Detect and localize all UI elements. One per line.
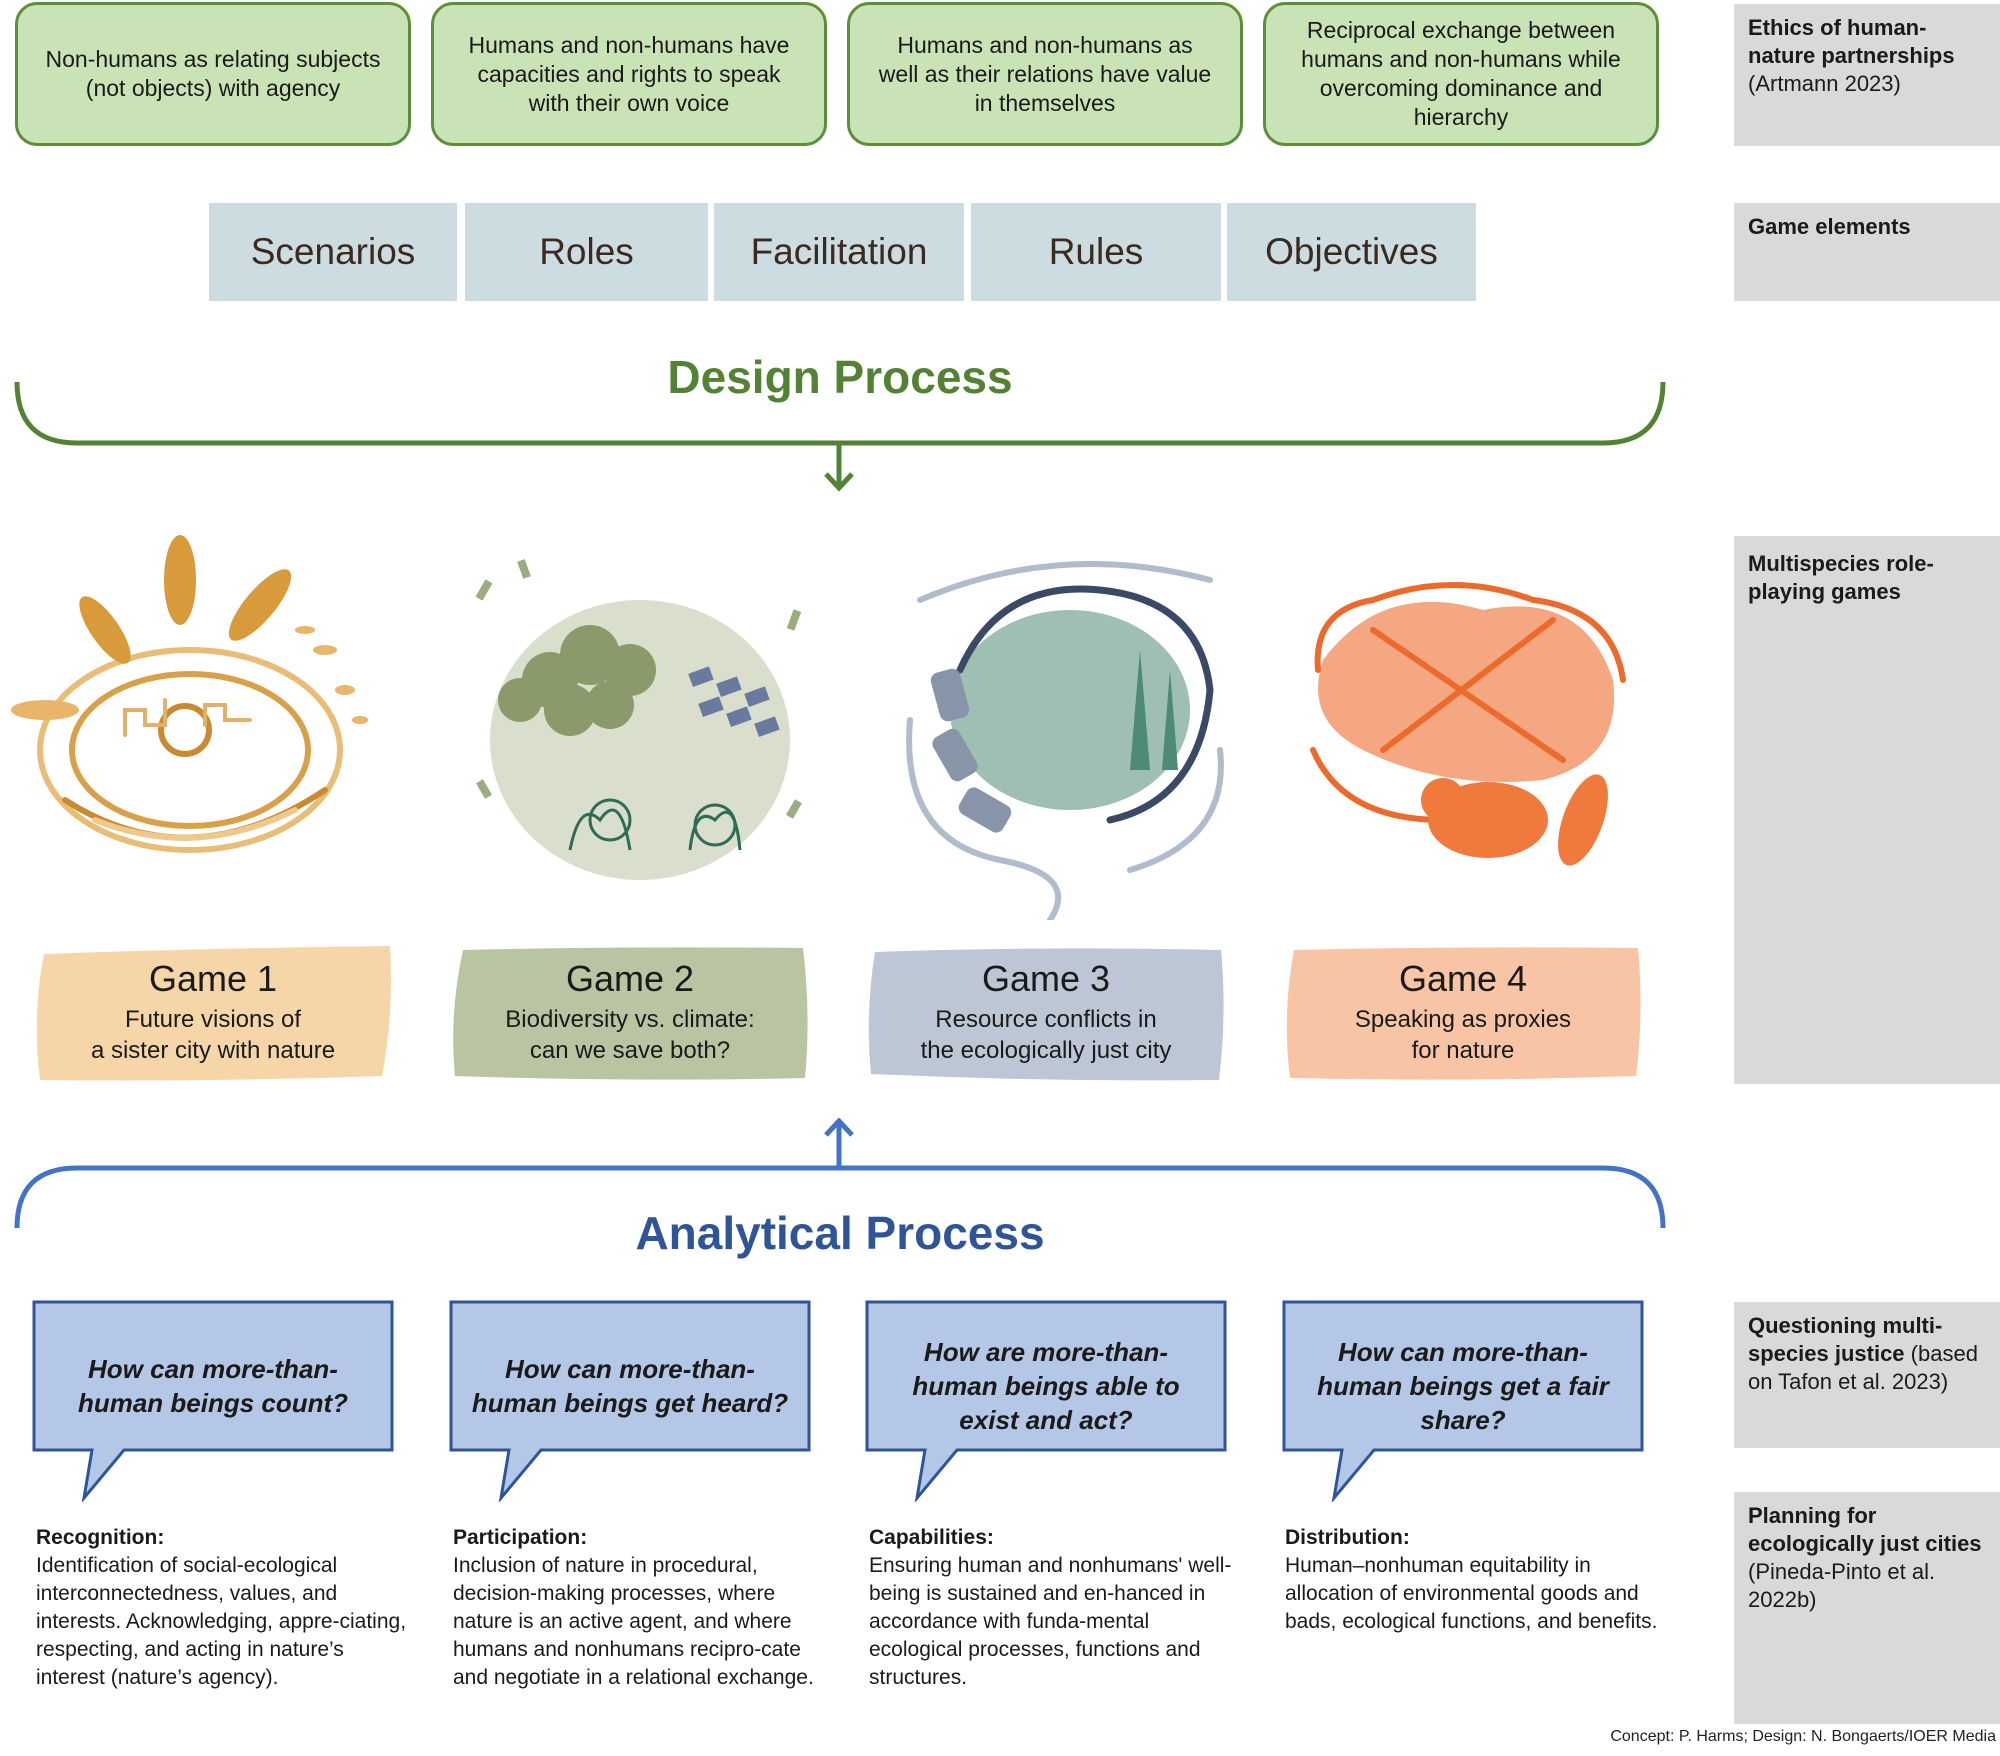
label-ethics-bold: Ethics of human-nature partnerships <box>1748 15 1955 68</box>
game-element-rules: Rules <box>971 203 1221 301</box>
ethics-box-2: Humans and non-humans have capacities an… <box>431 2 827 146</box>
question-bubble-4: How can more-than-human beings get a fai… <box>1282 1300 1644 1502</box>
game-element-label: Rules <box>1048 231 1144 272</box>
design-process-title: Design Process <box>667 351 1013 403</box>
game-subtitle: Resource conflicts in <box>935 1006 1157 1033</box>
label-ethics: Ethics of human-nature partnerships (Art… <box>1734 4 2000 146</box>
label-game-elements: Game elements <box>1734 203 2000 301</box>
question-text: How can more-than-human beings get heard… <box>471 1354 789 1418</box>
game-subtitle: the ecologically just city <box>920 1037 1172 1064</box>
forest-solar-animals-illustration <box>475 559 802 880</box>
game-card-3: Game 3 Resource conflicts in the ecologic… <box>865 944 1227 1082</box>
label-questions-rest: (based on Tafon et al. 2023) <box>1748 1341 1978 1394</box>
game-card-4: Game 4 Speaking as proxies for nature <box>1282 944 1644 1082</box>
label-ethics-rest: (Artmann 2023) <box>1748 71 1901 96</box>
game-subtitle: Biodiversity vs. climate: <box>505 1006 755 1033</box>
definition-recognition: Recognition: Identification of social-ec… <box>36 1524 411 1692</box>
ethics-box-text: Reciprocal exchange between humans and n… <box>1301 17 1621 130</box>
label-games: Multispecies role-playing games <box>1734 536 2000 1084</box>
label-questions: Questioning multi-species justice (based… <box>1734 1302 2000 1448</box>
label-game-elements-text: Game elements <box>1748 214 1911 239</box>
question-bubble-3: How are more-than-human beings able to e… <box>865 1300 1227 1502</box>
ethics-box-1: Non-humans as relating subjects (not obj… <box>15 2 411 146</box>
game-title: Game 1 <box>148 958 278 999</box>
game-card-2: Game 2 Biodiversity vs. climate: can we s… <box>449 944 811 1082</box>
pond-pipe-water-illustration <box>906 561 1224 920</box>
question-text: How can more-than-human beings get a fai… <box>1317 1337 1609 1435</box>
ethics-box-text: Humans and non-humans have capacities an… <box>468 31 790 116</box>
game-title: Game 4 <box>1398 958 1528 999</box>
question-text: How are more-than-human beings able to e… <box>912 1337 1180 1435</box>
definition-text: Ensuring human and nonhumans' well-being… <box>869 1554 1232 1689</box>
game-element-objectives: Objectives <box>1227 203 1476 301</box>
definition-distribution: Distribution: Human–nonhuman equitabilit… <box>1285 1524 1660 1636</box>
game-title: Game 3 <box>981 958 1111 999</box>
label-planning: Planning for ecologically just cities (P… <box>1734 1492 2000 1724</box>
game-subtitle: a sister city with nature <box>90 1037 336 1064</box>
definition-text: Inclusion of nature in procedural, decis… <box>453 1554 814 1689</box>
game-element-label: Roles <box>539 231 634 272</box>
game-element-label: Facilitation <box>750 231 928 272</box>
sun-wheat-city-illustration <box>11 535 368 853</box>
game-element-label: Scenarios <box>250 231 416 272</box>
question-text: How can more-than-human beings count? <box>77 1354 349 1418</box>
label-planning-bold: Planning for ecologically just cities <box>1748 1503 1982 1556</box>
design-process-brace <box>14 381 1666 492</box>
game-element-roles: Roles <box>465 203 708 301</box>
definition-heading: Recognition: <box>36 1526 165 1549</box>
credit-line: Concept: P. Harms; Design: N. Bongaerts/… <box>1610 1728 1996 1745</box>
label-planning-rest: (Pineda-Pinto et al. 2022b) <box>1748 1559 1936 1612</box>
analytical-process-title: Analytical Process <box>635 1207 1045 1259</box>
game-subtitle: Speaking as proxies <box>1354 1006 1572 1033</box>
ethics-box-4: Reciprocal exchange between humans and n… <box>1263 2 1659 146</box>
game-element-scenarios: Scenarios <box>209 203 457 301</box>
definition-heading: Capabilities: <box>869 1526 994 1549</box>
label-questions-bold: Questioning multi-species justice <box>1748 1313 1943 1366</box>
beaver-crossed-wood-illustration <box>1310 582 1626 866</box>
ethics-box-text: Non-humans as relating subjects (not obj… <box>45 46 381 101</box>
label-games-text: Multispecies role-playing games <box>1748 551 1934 604</box>
game-subtitle: Future visions of <box>124 1006 302 1033</box>
ethics-box-3: Humans and non-humans as well as their r… <box>847 2 1243 146</box>
definition-text: Identification of social-ecological inte… <box>36 1554 407 1689</box>
game-subtitle: can we save both? <box>529 1037 731 1064</box>
definition-text: Human–nonhuman equitability in allocatio… <box>1285 1554 1658 1633</box>
game-card-1: Game 1 Future visions of a sister city wi… <box>32 944 394 1082</box>
definition-heading: Distribution: <box>1285 1526 1410 1549</box>
ethics-box-text: Humans and non-humans as well as their r… <box>878 31 1212 116</box>
question-bubble-1: How can more-than-human beings count? <box>32 1300 394 1502</box>
question-bubble-2: How can more-than-human beings get heard… <box>449 1300 811 1502</box>
definition-capabilities: Capabilities: Ensuring human and nonhuma… <box>869 1524 1244 1692</box>
analytical-process-brace <box>14 1118 1666 1229</box>
definition-participation: Participation: Inclusion of nature in pr… <box>453 1524 828 1692</box>
game-element-facilitation: Facilitation <box>714 203 964 301</box>
definition-heading: Participation: <box>453 1526 588 1549</box>
game-subtitle: for nature <box>1411 1037 1515 1064</box>
game-title: Game 2 <box>565 958 695 999</box>
game-element-label: Objectives <box>1265 231 1438 272</box>
